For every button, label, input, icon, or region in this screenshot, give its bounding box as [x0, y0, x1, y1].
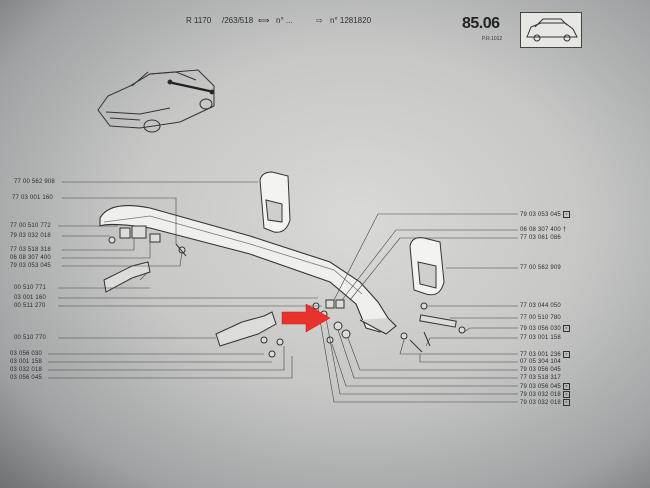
part-label-left: 79 03 032 018 — [10, 233, 51, 239]
part-label-left: 77 00 510 772 — [10, 223, 51, 229]
part-label-right: 77 00 562 909 — [520, 265, 561, 271]
part-label-left: 03 001 160 — [14, 295, 47, 301]
checkbox-x-icon: x — [562, 383, 570, 390]
part-label-left: 03 056 030 — [10, 351, 43, 357]
part-label-left: 77 00 562 908 — [14, 179, 55, 185]
part-label-left: 00 510 771 — [14, 285, 47, 291]
rear-bumper — [99, 205, 397, 335]
part-label-left: 00 511 270 — [14, 303, 46, 309]
highlight-arrow-icon — [281, 303, 331, 333]
header-arrow-icon: ⇨ — [316, 16, 323, 25]
overrider-right — [409, 237, 445, 296]
page-ref: P.R.1012 — [482, 36, 503, 42]
page-number: 85.06 — [462, 15, 500, 32]
part-label-left: 06 08 307 400 — [10, 255, 51, 261]
checkbox-x-icon: x — [562, 399, 570, 406]
car-illustration-icon — [97, 69, 215, 133]
part-label-left: 03 001 158 — [10, 359, 43, 365]
part-label-left: 77 03 001 160 — [12, 195, 53, 201]
part-label-right: 77 03 001 158 — [520, 335, 561, 341]
car-thumbnail-icon — [520, 12, 582, 48]
checkbox-x-icon: x — [562, 325, 570, 332]
part-label-left: 03 056 045 — [10, 375, 43, 381]
header-range-to: n° 1281820 — [330, 16, 372, 25]
part-label-left: 03 032 018 — [10, 367, 43, 373]
checkbox-x-icon: x — [562, 391, 570, 398]
header-variant: /263/518 — [222, 16, 254, 25]
checkbox-x-icon: x — [562, 211, 570, 218]
part-label-right: 07 05 304 104 — [520, 359, 561, 365]
part-label-left: 79 03 053 045 — [10, 263, 51, 269]
overrider-left — [259, 171, 291, 233]
part-label-right: 77 03 044 050 — [520, 303, 561, 309]
bracket-rear-left — [215, 311, 277, 347]
part-label-right: 06 08 307 400 † — [520, 227, 567, 233]
part-label-right: 79 03 056 045 — [520, 367, 561, 373]
header-range-from: n° ... — [276, 16, 293, 25]
part-label-left: 00 510 770 — [14, 335, 47, 341]
header-ref: R 1170 — [186, 16, 212, 25]
part-label-right: 77 03 518 317 — [520, 375, 561, 381]
part-label-right: 77 03 061 086 — [520, 235, 561, 241]
checkbox-x-icon: x — [562, 351, 570, 358]
part-label-left: 77 03 518 318 — [10, 247, 51, 253]
part-label-right: 77 00 510 780 — [520, 315, 561, 321]
header-width-icon: ⟺ — [258, 16, 270, 25]
